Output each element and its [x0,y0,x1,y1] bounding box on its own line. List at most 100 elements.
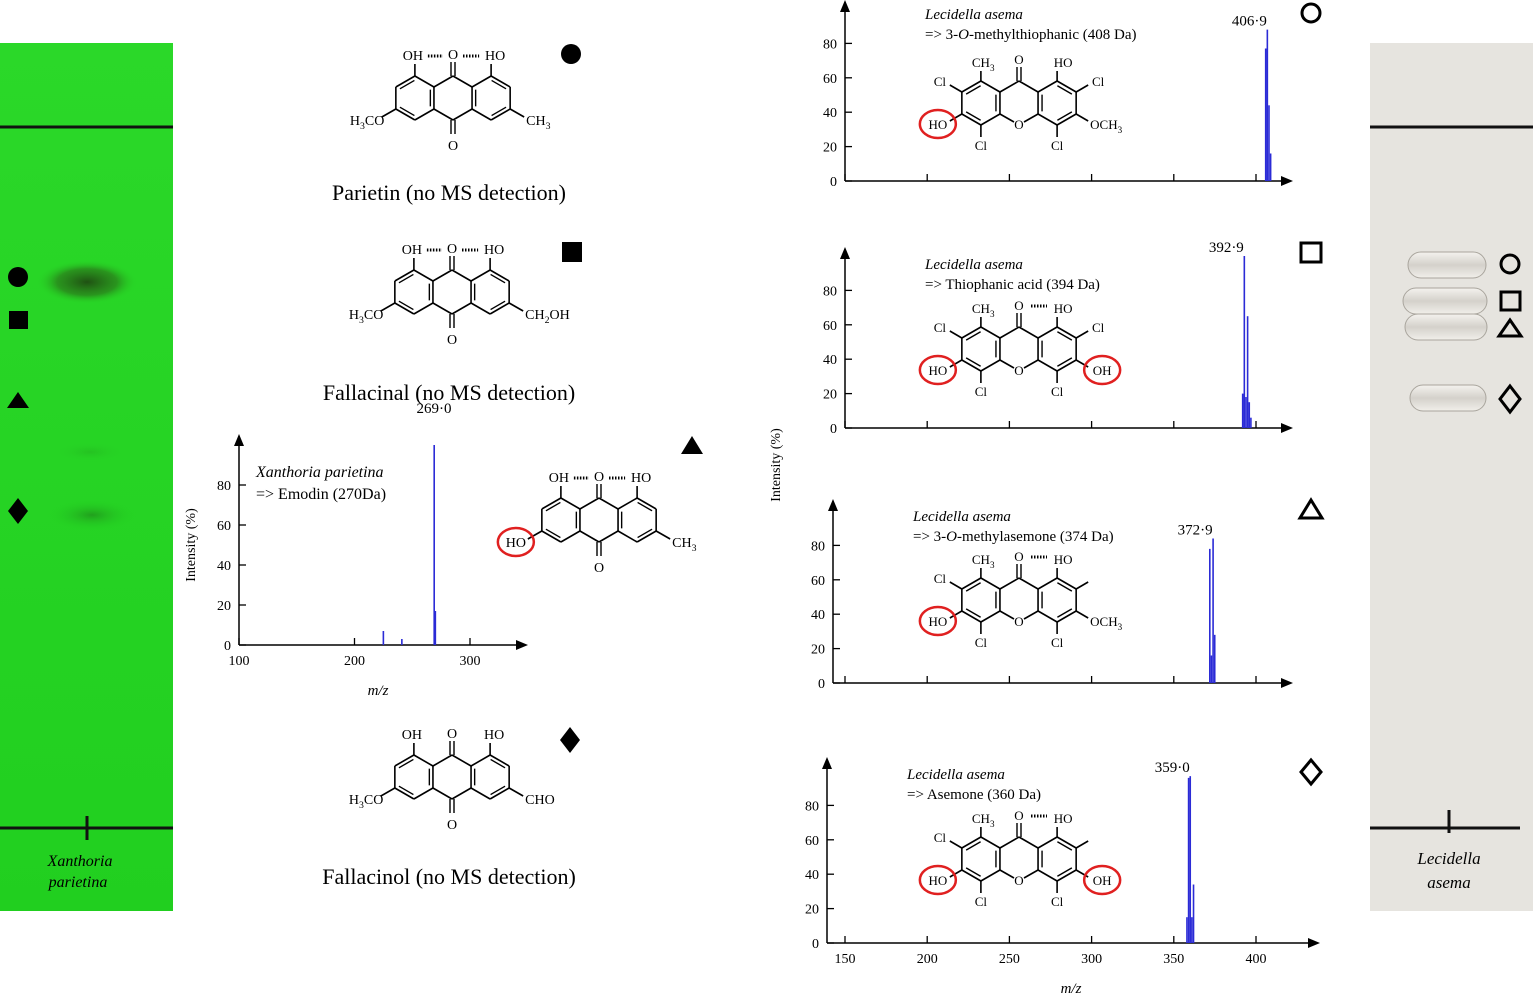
bond [636,530,657,543]
atom-oxygen: O [447,727,457,742]
y-tick-label: 0 [830,422,837,437]
double-bond [965,582,981,592]
bond [433,108,454,121]
bond [999,113,1015,123]
y-axis-label-right: Intensity (%) [769,428,784,502]
atom-methyl: CH3 [972,301,995,319]
bond [414,108,435,121]
bond [432,787,453,800]
bond [999,326,1020,339]
bond [1075,84,1089,93]
y-tick-label: 60 [811,574,825,589]
bond [598,530,619,543]
y-tick-label: 40 [217,559,231,574]
x-axis-label-right: m/z [1061,981,1082,996]
bond [433,75,454,88]
atom-ring-oxygen: O [1014,363,1023,378]
chart-emodin-spectrum: Xanthoria parietina => Emodin (270Da) 26… [184,401,528,699]
species-label-line1: Xanthoria [47,853,113,870]
y-tick-label: 60 [823,319,837,334]
x-axis-label: m/z [368,683,389,699]
bond [1037,326,1058,339]
marker-filled-square [9,311,28,329]
marker-filled-square [562,242,582,262]
y-tick-label: 20 [823,141,837,156]
bond [1056,836,1077,849]
bond [1075,113,1089,122]
y-axis-arrow [234,434,244,446]
y-axis-arrow [840,247,850,259]
chart-compound: => 3-O-methylasemone (374 Da) [913,529,1114,545]
bond [999,577,1020,590]
spot-thiophanic-methyl [1407,251,1487,279]
bond [1056,113,1077,126]
x-tick-label: 200 [917,952,938,967]
bond [490,108,511,121]
atom-oxygen: O [1014,298,1023,313]
bond [949,840,963,849]
bond [509,108,525,118]
bond [949,869,963,878]
atom-chlorine: Cl [934,830,947,845]
bond [489,787,510,800]
atom-oxygen: O [447,333,457,348]
bond [470,302,491,315]
atom-hydroxyl: HO [928,363,947,378]
bond [1075,581,1089,590]
atom-chlorine: Cl [975,635,988,650]
bond [949,581,963,590]
bond [1037,577,1058,590]
bond [489,302,510,315]
bond [980,577,1001,590]
tlc-plate-background [1370,43,1533,911]
double-bond [491,79,507,90]
chart-species: Lecidella asema [924,257,1023,273]
bond [414,75,435,88]
bond [560,530,581,543]
bond [617,497,638,510]
bond [1056,359,1077,372]
y-tick-label: 0 [812,937,819,952]
marker-filled-triangle [7,392,29,408]
bond [432,754,453,767]
double-bond [965,841,981,851]
bond [961,113,982,126]
chart-compound: => 3-O-methylthiophanic (408 Da) [925,27,1136,43]
x-axis-arrow [1281,423,1293,433]
bond [1018,836,1039,849]
bond [413,302,434,315]
marker-open-circle [1300,2,1322,24]
bond [489,754,510,767]
marker-filled-circle [8,267,28,287]
species-label-line2: asema [1427,873,1470,892]
bond [949,330,963,339]
atom-ring-oxygen: O [1014,873,1023,888]
bond [1037,836,1058,849]
chart-species: Lecidella asema [924,7,1023,23]
double-bond [398,758,414,769]
spot-asemone [1409,384,1487,412]
atom-oxygen: O [447,818,457,833]
atom-methyl: CH3 [972,811,995,829]
atom-hydroxyl: HO [485,49,505,64]
atom-methoxy: H3CO [349,308,383,326]
bond [560,497,581,510]
double-bond [637,501,653,512]
atom-ring-oxygen: O [1014,117,1023,132]
atom-hydroxyl: HO [928,117,947,132]
atom-chlorine: Cl [975,138,988,153]
double-bond [1057,582,1073,592]
double-bond [965,111,981,121]
double-bond [1057,841,1073,851]
x-axis-arrow [1281,176,1293,186]
bond [1037,869,1058,882]
atom-methyl: CH3 [972,552,995,570]
bond [980,610,1001,623]
y-tick-label: 40 [805,868,819,883]
y-tick-label: 60 [217,519,231,534]
bond [980,869,1001,882]
peak-label: 359·0 [1155,760,1190,776]
